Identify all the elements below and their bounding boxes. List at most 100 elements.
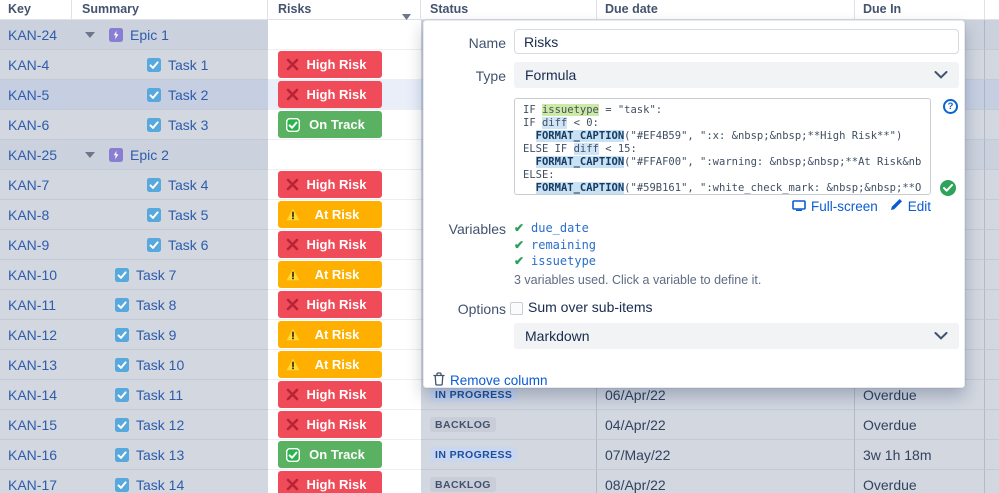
issue-summary[interactable]: Task 10 <box>136 356 185 373</box>
issue-key-link[interactable]: KAN-16 <box>8 446 58 463</box>
issue-key-link[interactable]: KAN-5 <box>8 86 50 103</box>
column-header-summary[interactable]: Summary <box>72 0 268 20</box>
issue-summary[interactable]: Task 9 <box>136 326 177 343</box>
help-icon[interactable]: ? <box>943 99 958 114</box>
table-header: Key Summary Risks Status Due date Due In <box>0 0 999 20</box>
risk-badge: High Risk <box>278 171 382 198</box>
options-label: Options <box>457 301 506 317</box>
issue-summary[interactable]: Task 1 <box>168 56 209 73</box>
formula-editor[interactable]: IF issuetype = "task":IF diff < 0: FORMA… <box>514 98 931 195</box>
issue-summary[interactable]: Task 8 <box>136 296 177 313</box>
issue-summary[interactable]: Task 11 <box>136 386 184 403</box>
column-header-status[interactable]: Status <box>421 0 597 20</box>
issue-summary[interactable]: Task 7 <box>136 266 177 283</box>
issue-summary[interactable]: Epic 2 <box>130 146 169 163</box>
column-header-due-date[interactable]: Due date <box>597 0 855 20</box>
issue-summary[interactable]: Task 2 <box>168 86 209 103</box>
issue-summary[interactable]: Task 5 <box>168 206 209 223</box>
risk-cell: At Risk <box>268 260 421 290</box>
issue-key-link[interactable]: KAN-6 <box>8 116 50 133</box>
risk-badge: High Risk <box>278 231 382 258</box>
x-icon <box>286 238 299 251</box>
variable-item: ✔issuetype <box>514 253 596 269</box>
x-icon <box>286 418 299 431</box>
column-header-key[interactable]: Key <box>0 0 72 20</box>
due-date-cell: 07/May/22 <box>597 440 855 470</box>
issue-key-link[interactable]: KAN-13 <box>8 356 58 373</box>
variable-link[interactable]: due_date <box>531 221 589 236</box>
task-icon <box>147 87 161 102</box>
variables-label: Variables <box>448 221 506 237</box>
issue-key-link[interactable]: KAN-9 <box>8 236 50 253</box>
fullscreen-button[interactable]: Full-screen <box>792 199 878 214</box>
expand-chevron-icon[interactable] <box>85 151 95 158</box>
table-row[interactable]: KAN-15 Task 12 High Risk BACKLOG 04/Apr/… <box>0 410 999 440</box>
task-icon <box>115 417 129 432</box>
sum-over-subitems-checkbox[interactable] <box>510 302 523 315</box>
risk-cell: At Risk <box>268 350 421 380</box>
status-badge: IN PROGRESS <box>430 386 518 403</box>
risk-cell: At Risk <box>268 200 421 230</box>
issue-key-link[interactable]: KAN-10 <box>8 266 58 283</box>
issue-key-link[interactable]: KAN-8 <box>8 206 50 223</box>
issue-key-link[interactable]: KAN-11 <box>8 296 56 313</box>
risk-cell: High Risk <box>268 470 421 493</box>
risk-badge: At Risk <box>278 261 382 288</box>
issue-summary[interactable]: Epic 1 <box>130 26 169 43</box>
issue-key-link[interactable]: KAN-12 <box>8 326 58 343</box>
risk-cell: High Risk <box>268 410 421 440</box>
check-icon <box>286 117 300 132</box>
risk-badge: High Risk <box>278 291 382 318</box>
due-date-cell: 08/Apr/22 <box>597 470 855 493</box>
risk-badge: On Track <box>278 111 382 138</box>
issue-summary[interactable]: Task 6 <box>168 236 209 253</box>
column-header-risks[interactable]: Risks <box>268 0 421 20</box>
risk-cell: On Track <box>268 440 421 470</box>
variable-item: ✔due_date <box>514 220 596 236</box>
issue-key-link[interactable]: KAN-4 <box>8 56 50 73</box>
task-icon <box>115 267 129 282</box>
issue-summary[interactable]: Task 13 <box>136 446 185 463</box>
column-settings-popup: Name Risks Type Formula IF issuetype = "… <box>423 20 965 388</box>
variable-link[interactable]: remaining <box>531 237 597 252</box>
issue-summary[interactable]: Task 3 <box>168 116 209 133</box>
task-icon <box>115 297 129 312</box>
variable-link[interactable]: issuetype <box>531 253 597 268</box>
task-icon <box>115 387 129 402</box>
risk-badge: At Risk <box>278 201 382 228</box>
issue-key-link[interactable]: KAN-25 <box>8 146 58 163</box>
due-in-cell: Overdue <box>855 470 985 493</box>
column-type-select[interactable]: Formula <box>514 62 959 88</box>
column-name-input[interactable]: Risks <box>514 29 959 54</box>
issue-key-link[interactable]: KAN-15 <box>8 416 58 433</box>
column-menu-arrow-icon[interactable] <box>402 7 411 26</box>
column-header-due-in[interactable]: Due In <box>855 0 985 20</box>
issue-summary[interactable]: Task 12 <box>136 416 185 433</box>
risk-cell: High Risk <box>268 170 421 200</box>
edit-button[interactable]: Edit <box>890 198 931 214</box>
name-label: Name <box>468 35 506 51</box>
issue-key-link[interactable]: KAN-24 <box>8 26 58 43</box>
expand-chevron-icon[interactable] <box>85 31 95 38</box>
issue-summary[interactable]: Task 14 <box>136 476 185 493</box>
remove-column-button[interactable]: Remove column <box>433 372 548 389</box>
issue-key-link[interactable]: KAN-14 <box>8 386 58 403</box>
status-badge: IN PROGRESS <box>430 446 518 463</box>
risk-badge: High Risk <box>278 381 382 408</box>
x-icon <box>286 88 299 101</box>
task-icon <box>115 327 129 342</box>
task-icon <box>147 207 161 222</box>
pencil-icon <box>890 198 903 214</box>
issue-key-link[interactable]: KAN-7 <box>8 176 50 193</box>
issue-key-link[interactable]: KAN-17 <box>8 476 58 493</box>
risk-cell <box>268 20 421 50</box>
due-date-cell: 04/Apr/22 <box>597 410 855 440</box>
formula-valid-icon <box>940 180 956 196</box>
format-select[interactable]: Markdown <box>514 323 959 349</box>
risk-cell: High Risk <box>268 50 421 80</box>
variables-list: ✔due_date✔remaining✔issuetype <box>514 220 596 269</box>
table-row[interactable]: KAN-16 Task 13 On Track IN PROGRESS 07/M… <box>0 440 999 470</box>
issue-summary[interactable]: Task 4 <box>168 176 209 193</box>
table-row[interactable]: KAN-17 Task 14 High Risk BACKLOG 08/Apr/… <box>0 470 999 493</box>
